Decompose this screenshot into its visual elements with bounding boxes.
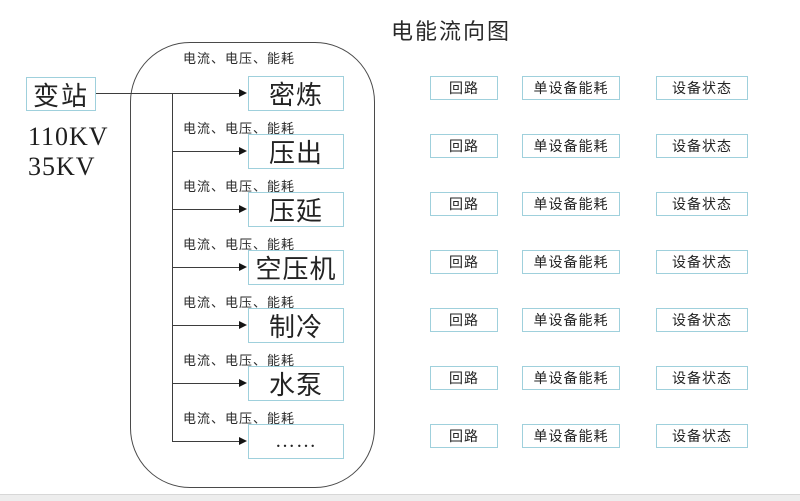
arrowhead-icon [239, 321, 247, 329]
circuit-box: 回路 [430, 192, 498, 216]
branch-connector-line [172, 441, 239, 442]
device-energy-box: 单设备能耗 [522, 134, 620, 158]
device-energy-box: 单设备能耗 [522, 192, 620, 216]
horizontal-scrollbar[interactable] [0, 494, 800, 501]
device-energy-box: 单设备能耗 [522, 76, 620, 100]
device-status-box: 设备状态 [656, 76, 748, 100]
flow-box-refrigeration: 制冷 [248, 308, 344, 343]
flow-box-air-compressor: 空压机 [248, 250, 344, 285]
circuit-box: 回路 [430, 308, 498, 332]
branch-connector-line [172, 267, 239, 268]
metric-label: 电流、电压、能耗 [183, 353, 296, 368]
circuit-box: 回路 [430, 424, 498, 448]
arrowhead-icon [239, 379, 247, 387]
arrowhead-icon [239, 205, 247, 213]
arrowhead-icon [239, 263, 247, 271]
device-energy-box: 单设备能耗 [522, 308, 620, 332]
metric-label: 电流、电压、能耗 [183, 295, 296, 310]
circuit-box: 回路 [430, 250, 498, 274]
flow-box-extrusion: 压出 [248, 134, 344, 169]
branch-connector-line [172, 209, 239, 210]
device-status-box: 设备状态 [656, 424, 748, 448]
voltage-35kv-label: 35KV [28, 152, 96, 181]
arrowhead-icon [239, 437, 247, 445]
device-energy-box: 单设备能耗 [522, 366, 620, 390]
flow-group-outline [130, 42, 375, 488]
circuit-box: 回路 [430, 76, 498, 100]
device-status-box: 设备状态 [656, 192, 748, 216]
metric-label: 电流、电压、能耗 [183, 237, 296, 252]
arrowhead-icon [239, 147, 247, 155]
device-status-box: 设备状态 [656, 250, 748, 274]
substation-box: 变站 [26, 77, 96, 111]
device-energy-box: 单设备能耗 [522, 250, 620, 274]
circuit-box: 回路 [430, 134, 498, 158]
branch-connector-line [172, 383, 239, 384]
metric-label: 电流、电压、能耗 [183, 179, 296, 194]
branch-connector-line [172, 151, 239, 152]
metric-label: 电流、电压、能耗 [183, 121, 296, 136]
device-energy-box: 单设备能耗 [522, 424, 620, 448]
branch-connector-line [172, 325, 239, 326]
arrowhead-icon [239, 89, 247, 97]
device-status-box: 设备状态 [656, 366, 748, 390]
flow-box-ellipsis: …… [248, 424, 344, 459]
page-title: 电能流向图 [391, 19, 512, 44]
flow-box-water-pump: 水泵 [248, 366, 344, 401]
feed-connector-line [96, 93, 239, 94]
voltage-110kv-label: 110KV [28, 122, 109, 151]
metric-label: 电流、电压、能耗 [183, 51, 296, 66]
flow-box-mixing: 密炼 [248, 76, 344, 111]
flow-box-calendering: 压延 [248, 192, 344, 227]
metric-label: 电流、电压、能耗 [183, 411, 296, 426]
device-status-box: 设备状态 [656, 134, 748, 158]
circuit-box: 回路 [430, 366, 498, 390]
device-status-box: 设备状态 [656, 308, 748, 332]
